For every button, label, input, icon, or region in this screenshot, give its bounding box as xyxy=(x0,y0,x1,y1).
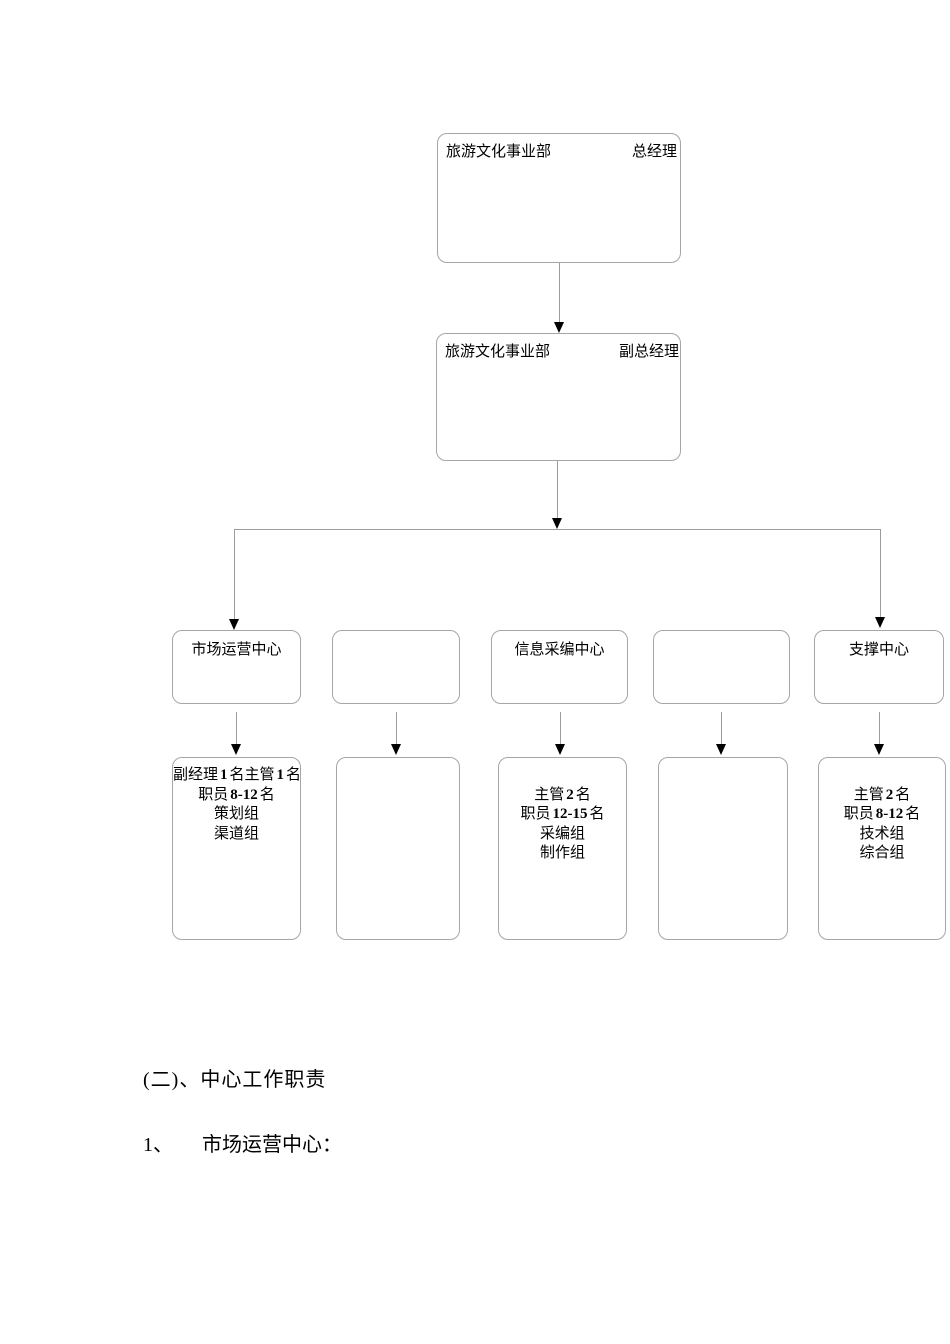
arrowhead-staffing-3 xyxy=(555,744,565,755)
org-box-staffing-4-empty xyxy=(658,757,788,940)
org-box-staffing-2-empty xyxy=(336,757,460,940)
org-box-market-operations-center: 市场运营中心 xyxy=(172,630,301,704)
connector-center5-staffing xyxy=(879,712,880,744)
center-name xyxy=(654,631,789,638)
org-box-center-4-empty xyxy=(653,630,790,704)
arrowhead-staffing-2 xyxy=(391,744,401,755)
dept-label: 旅游文化事业部 xyxy=(445,344,551,360)
role-label: 副总经理 xyxy=(618,344,679,360)
connector-root-to-deputy xyxy=(559,263,560,322)
arrowhead-staffing-5 xyxy=(874,744,884,755)
arrowhead-deputy xyxy=(554,322,564,333)
arrowhead-staffing-4 xyxy=(716,744,726,755)
connector-horizontal-bus xyxy=(234,529,881,530)
org-box-deputy-general-manager: 旅游文化事业部 副总经理 xyxy=(436,333,681,461)
center-name: 信息采编中心 xyxy=(514,642,605,658)
org-box-center-2-empty xyxy=(332,630,460,704)
connector-center4-staffing xyxy=(721,712,722,744)
staffing-lines xyxy=(337,758,459,766)
arrowhead-staffing-1 xyxy=(231,744,241,755)
connector-center3-staffing xyxy=(560,712,561,744)
arrowhead-junction xyxy=(552,518,562,529)
org-box-general-manager: 旅游文化事业部 总经理 xyxy=(437,133,681,263)
role-label: 总经理 xyxy=(631,144,677,160)
center-name: 支撑中心 xyxy=(848,642,909,658)
connector-center1-staffing xyxy=(236,712,237,744)
center-name: 市场运营中心 xyxy=(191,642,282,658)
list-item-market-operations-center: 1、 市场运营中心： xyxy=(143,1128,342,1157)
arrowhead-center-1 xyxy=(229,619,239,630)
dept-label: 旅游文化事业部 xyxy=(446,144,552,160)
connector-deputy-drop xyxy=(557,461,558,519)
connector-center2-staffing xyxy=(396,712,397,744)
center-name xyxy=(333,631,459,638)
connector-left-drop xyxy=(234,529,235,620)
list-item-number: 1、 xyxy=(143,1134,173,1156)
section-heading: (二)、中心工作职责 xyxy=(143,1069,327,1091)
staffing-lines xyxy=(659,758,787,766)
connector-right-drop xyxy=(880,529,881,618)
list-item-text: 市场运营中心： xyxy=(202,1134,342,1156)
org-box-information-editing-center: 信息采编中心 xyxy=(491,630,628,704)
arrowhead-center-5 xyxy=(875,617,885,628)
org-box-support-center: 支撑中心 xyxy=(814,630,944,704)
